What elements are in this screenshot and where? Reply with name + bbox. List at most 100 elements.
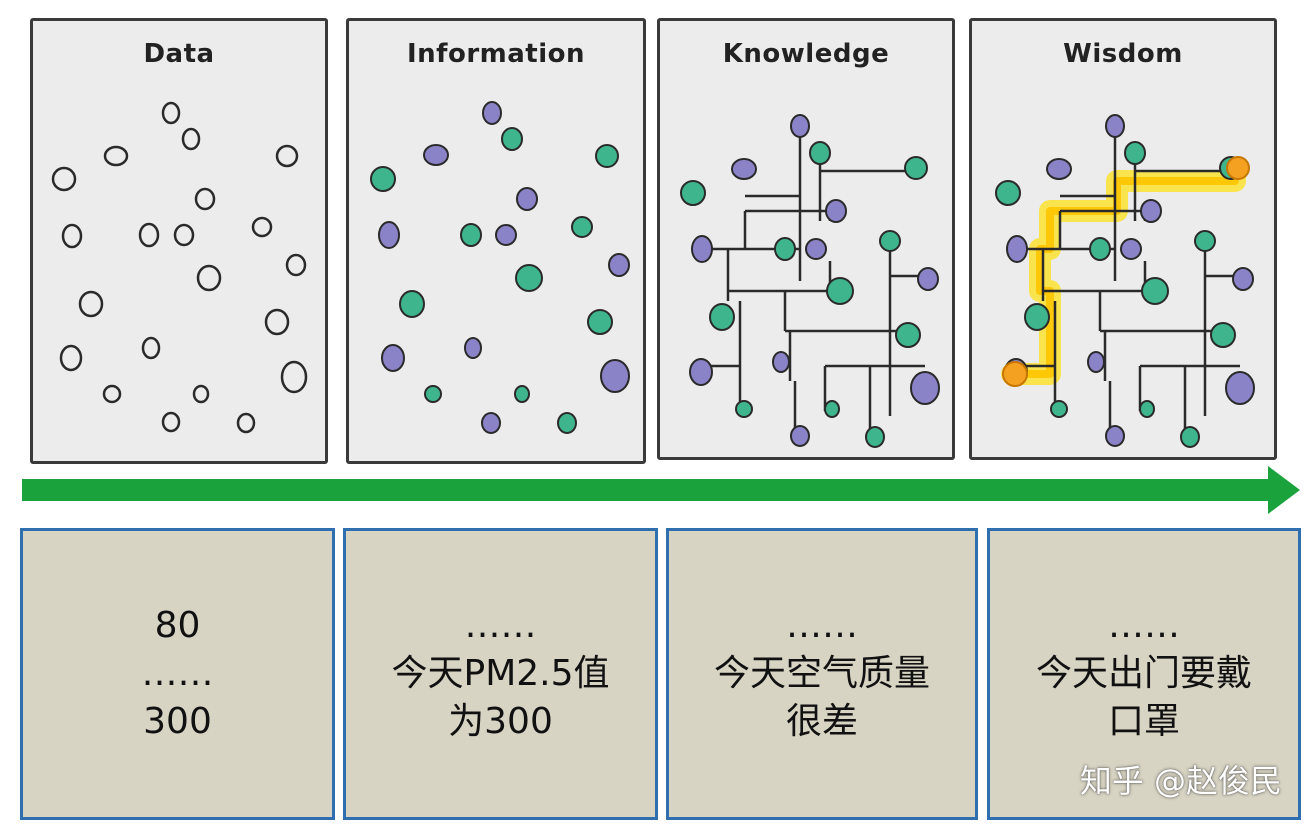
- panel-title-wisdom: Wisdom: [1063, 39, 1183, 69]
- empty-data-dot: [59, 344, 83, 372]
- network-node: [1232, 267, 1254, 291]
- box-wisdom-line-2: 今天出门要戴: [1035, 653, 1252, 694]
- network-node: [735, 400, 753, 418]
- empty-data-dot: [264, 308, 290, 336]
- network-node: [825, 199, 847, 223]
- network-node: [1024, 303, 1050, 331]
- information-dot: [495, 224, 517, 246]
- watermark: 知乎 @赵俊民: [1079, 762, 1282, 800]
- network-node: [805, 238, 827, 260]
- network-node: [1105, 114, 1125, 138]
- box-data: 80 …… 300: [20, 528, 335, 820]
- information-dot: [557, 412, 577, 434]
- information-dot: [423, 144, 449, 166]
- empty-data-dot: [141, 336, 161, 360]
- empty-data-dot: [275, 144, 299, 168]
- network-node: [1194, 230, 1216, 252]
- empty-data-dot: [173, 223, 195, 247]
- box-data-line-1: 80: [154, 605, 201, 646]
- network-node: [1124, 141, 1146, 165]
- empty-data-dot: [285, 253, 307, 277]
- information-dot: [381, 344, 405, 372]
- information-dot: [587, 309, 613, 335]
- information-dot: [608, 253, 630, 277]
- network-node: [774, 237, 796, 261]
- network-node: [917, 267, 939, 291]
- box-knowledge-line-1: ……: [786, 605, 858, 646]
- network-node: [731, 158, 757, 180]
- network-node: [790, 425, 810, 447]
- box-knowledge-line-3: 很差: [785, 701, 858, 742]
- box-knowledge-line-2: 今天空气质量: [713, 653, 930, 694]
- box-data-line-3: 300: [143, 701, 212, 742]
- information-dot: [424, 385, 442, 403]
- empty-data-dot: [236, 412, 256, 434]
- empty-data-dot: [138, 222, 160, 248]
- panel-title-data: Data: [143, 39, 215, 69]
- empty-data-dot: [61, 223, 83, 249]
- network-node: [1050, 400, 1068, 418]
- box-wisdom-line-3: 口罩: [1107, 701, 1180, 742]
- information-dot: [571, 216, 593, 238]
- empty-data-dot: [78, 290, 104, 318]
- wisdom-end-node: [1226, 156, 1250, 180]
- empty-data-dot: [161, 411, 181, 433]
- information-dot: [399, 290, 425, 318]
- information-dot: [378, 221, 400, 249]
- box-information-line-1: ……: [464, 605, 537, 646]
- knowledge-network-graphic: [680, 114, 940, 448]
- network-node: [1140, 199, 1162, 223]
- empty-data-dot: [194, 187, 216, 211]
- network-node: [689, 358, 713, 386]
- network-node: [709, 303, 735, 331]
- information-dot: [600, 359, 630, 393]
- box-wisdom: …… 今天出门要戴 口罩: [987, 528, 1301, 820]
- network-node: [680, 180, 706, 206]
- information-dots-graphic: [370, 101, 630, 434]
- information-dot: [516, 187, 538, 211]
- information-dot: [481, 412, 501, 434]
- network-node: [1120, 238, 1142, 260]
- empty-data-dot: [192, 384, 210, 404]
- box-data-line-2: ……: [141, 653, 214, 694]
- box-knowledge: …… 今天空气质量 很差: [666, 528, 978, 820]
- network-node: [809, 141, 831, 165]
- network-node: [1089, 237, 1111, 261]
- network-node: [1046, 158, 1072, 180]
- network-node: [824, 400, 840, 418]
- information-dot: [501, 127, 523, 151]
- wisdom-start-node: [1002, 361, 1028, 387]
- network-node: [790, 114, 810, 138]
- panel-title-information: Information: [406, 39, 586, 69]
- panel-knowledge: Knowledge: [657, 18, 955, 460]
- network-node: [1087, 351, 1105, 373]
- box-information-line-2: 今天PM2.5值: [391, 653, 610, 694]
- empty-data-dot: [103, 145, 129, 167]
- network-node: [1105, 425, 1125, 447]
- information-dot: [370, 166, 396, 192]
- network-node: [865, 426, 885, 448]
- information-dot: [515, 264, 543, 292]
- panel-information: Information: [346, 18, 646, 464]
- arrow-head: [1268, 466, 1300, 514]
- network-node: [691, 235, 713, 263]
- empty-data-dot: [181, 127, 201, 151]
- box-information: …… 今天PM2.5值 为300: [343, 528, 658, 820]
- network-node: [1210, 322, 1236, 348]
- box-information-line-3: 为300: [448, 701, 553, 742]
- network-node: [1180, 426, 1200, 448]
- network-node: [1225, 371, 1255, 405]
- panel-title-knowledge: Knowledge: [722, 39, 890, 69]
- arrow-shaft: [22, 479, 1272, 501]
- information-dot: [482, 101, 502, 125]
- wisdom-network-graphic: [995, 114, 1255, 448]
- information-dot: [460, 223, 482, 247]
- panel-wisdom: Wisdom: [969, 18, 1277, 460]
- network-node: [1141, 277, 1169, 305]
- network-node: [1006, 235, 1028, 263]
- empty-data-dot: [196, 264, 222, 292]
- information-dot: [514, 385, 530, 403]
- information-dot: [595, 144, 619, 168]
- network-node: [910, 371, 940, 405]
